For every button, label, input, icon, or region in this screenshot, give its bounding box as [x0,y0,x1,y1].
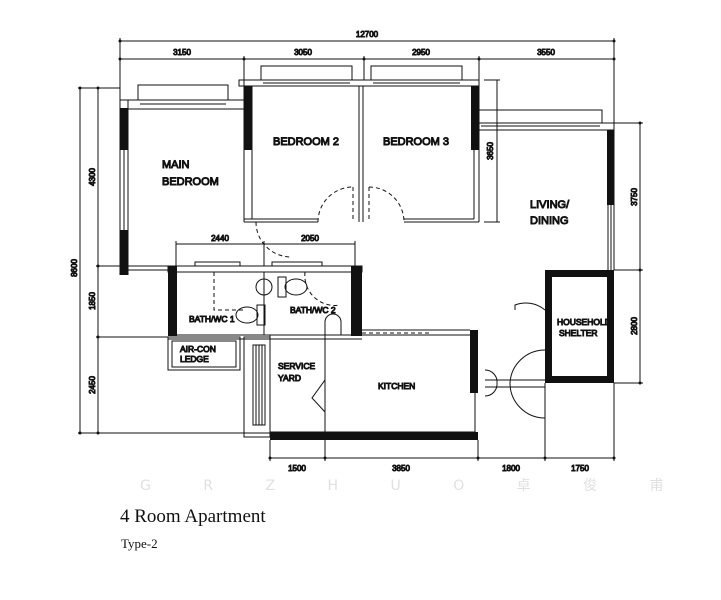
dim-left: 2450 [88,376,97,394]
room-living-dining: DINING [530,215,569,227]
dim-top: 3150 [173,48,191,57]
room-bath-2: BATH/WC 2 [290,305,336,315]
room-kitchen: KITCHEN [378,381,415,391]
room-bedroom-2: BEDROOM 2 [273,136,339,148]
dim-bottom: 1800 [502,464,520,473]
dim-bottom: 1500 [288,464,306,473]
plan-subtitle: Type-2 [121,536,158,551]
room-service-yard: SERVICE [278,361,315,371]
room-main-bedroom: MAIN [162,159,190,171]
dim-right: 2800 [630,317,639,335]
room-main-bedroom: BEDROOM [162,176,219,188]
dim-top: 2950 [412,48,430,57]
room-service-yard: YARD [278,373,301,383]
dim-top: 3050 [294,48,312,57]
room-aircon-ledge: LEDGE [180,354,209,364]
dim-total-width: 12700 [356,30,379,39]
walls [120,80,614,437]
door-swings [214,187,430,333]
room-living-dining: LIVING/ [530,199,570,211]
plan-title: 4 Room Apartment [120,506,266,527]
room-bedroom-3: BEDROOM 3 [383,136,449,148]
dimension-ticks [78,39,642,460]
dim-left: 4300 [88,168,97,186]
room-bath-1: BATH/WC 1 [189,314,235,324]
dim-bath: 2050 [301,234,319,243]
dim-bedroom-depth: 3650 [486,142,495,160]
dimension-lines [78,38,643,461]
doors [312,303,545,418]
room-aircon-ledge: AIR-CON [180,344,216,354]
dim-bath: 2440 [211,234,229,243]
dim-top: 3550 [537,48,555,57]
room-labels: MAIN BEDROOM BEDROOM 2 BEDROOM 3 LIVING/… [162,136,612,392]
windows [124,66,611,270]
dim-bottom: 1750 [571,464,589,473]
room-household-shelter: SHELTER [559,328,598,338]
dim-right: 3750 [630,188,639,206]
sanitary-fixtures [235,277,341,335]
dim-left-total: 8600 [70,259,79,277]
dim-bottom: 3850 [392,464,410,473]
room-household-shelter: HOUSEHOLD [557,317,611,327]
dim-left: 1850 [88,292,97,310]
dimension-labels: 12700 3150 3050 2950 3550 2440 2050 1500… [70,30,640,474]
watermark: G R Z H U O 卓 俊 甫 [140,478,688,494]
solid-walls [120,86,614,440]
